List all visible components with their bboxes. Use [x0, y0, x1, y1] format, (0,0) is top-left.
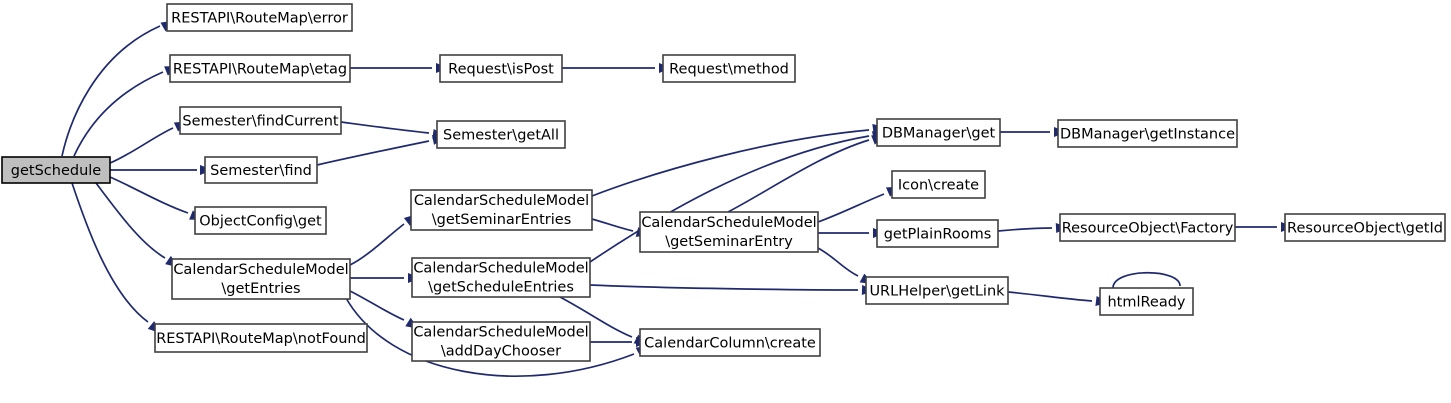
node-box-dbManagerGetInstance[interactable] — [1057, 119, 1238, 148]
node-box-csmGetEntries[interactable] — [171, 258, 351, 300]
node-box-objectConfigGet[interactable] — [194, 206, 327, 235]
node-requestMethod[interactable]: Request\method — [662, 54, 796, 83]
edge-csmGetSeminarEntry-to-iconCreate — [817, 193, 885, 223]
node-csmGetSeminarEntry[interactable]: CalendarScheduleModel\getSeminarEntry — [639, 211, 819, 253]
node-rmError[interactable]: RESTAPI\RouteMap\error — [166, 3, 353, 32]
edge-csmGetScheduleEntries-to-urlHelperGetLink — [589, 284, 859, 291]
node-box-rmError[interactable] — [166, 3, 353, 32]
node-box-calendarColumnCreate[interactable] — [639, 328, 821, 357]
edge-getSchedule-to-objectConfigGet — [109, 176, 189, 214]
edge-getPlainRooms-to-resourceObjectFactory — [997, 227, 1053, 232]
node-urlHelperGetLink[interactable]: URLHelper\getLink — [865, 276, 1009, 305]
nodes-layer: getSchedule RESTAPI\RouteMap\errorRESTAPI… — [1, 3, 1446, 362]
node-box-dbManagerGet[interactable] — [876, 118, 1001, 147]
node-getSchedule[interactable]: getSchedule — [1, 156, 111, 184]
edge-semFindCurrent-to-semGetAll — [340, 121, 430, 134]
node-getPlainRooms[interactable]: getPlainRooms — [876, 219, 999, 248]
edge-csmGetEntries-to-csmGetSeminarEntries — [349, 223, 405, 266]
edge-csmGetSeminarEntries-to-csmGetSeminarEntry — [591, 218, 634, 232]
edge-csmGetSeminarEntry-to-urlHelperGetLink — [817, 247, 859, 277]
node-csmGetSeminarEntries[interactable]: CalendarScheduleModel\getSeminarEntries — [410, 189, 593, 231]
edge-semFind-to-semGetAll — [316, 140, 430, 166]
edge-getSchedule-to-semFindCurrent — [109, 127, 174, 164]
node-box-iconCreate[interactable] — [891, 170, 986, 199]
edge-csmGetEntries-to-csmAddDayChooser — [349, 290, 405, 321]
node-box-getSchedule[interactable] — [1, 156, 111, 184]
node-semFindCurrent[interactable]: Semester\findCurrent — [179, 106, 342, 135]
node-box-csmGetScheduleEntries[interactable] — [411, 257, 591, 298]
node-box-semFind[interactable] — [204, 156, 318, 184]
edge-csmGetScheduleEntries-to-dbManagerGet — [589, 135, 870, 263]
node-semFind[interactable]: Semester\find — [204, 156, 318, 184]
node-iconCreate[interactable]: Icon\create — [891, 170, 986, 199]
node-rmEtag[interactable]: RESTAPI\RouteMap\etag — [169, 54, 351, 83]
edge-urlHelperGetLink-to-htmlReady — [1007, 291, 1093, 302]
node-box-requestIsPost[interactable] — [439, 54, 563, 83]
node-box-csmGetSeminarEntries[interactable] — [410, 189, 593, 231]
node-box-semFindCurrent[interactable] — [179, 106, 342, 135]
node-htmlReady[interactable]: htmlReady — [1099, 287, 1194, 316]
node-csmAddDayChooser[interactable]: CalendarScheduleModel\addDayChooser — [411, 321, 591, 362]
node-box-urlHelperGetLink[interactable] — [865, 276, 1009, 305]
node-box-semGetAll[interactable] — [436, 120, 566, 149]
node-resourceObjectGetId[interactable]: ResourceObject\getId — [1284, 213, 1446, 242]
edge-getSchedule-to-rmEtag — [73, 71, 164, 157]
node-calendarColumnCreate[interactable]: CalendarColumn\create — [639, 328, 821, 357]
node-csmGetEntries[interactable]: CalendarScheduleModel\getEntries — [171, 258, 351, 300]
edge-csmGetSeminarEntries-to-dbManagerGet — [591, 129, 870, 197]
node-box-rmEtag[interactable] — [169, 54, 351, 83]
node-semGetAll[interactable]: Semester\getAll — [436, 120, 566, 149]
edge-getSchedule-to-csmGetEntries — [95, 182, 166, 259]
node-box-resourceObjectFactory[interactable] — [1059, 213, 1236, 242]
node-box-csmAddDayChooser[interactable] — [411, 321, 591, 362]
node-csmGetScheduleEntries[interactable]: CalendarScheduleModel\getScheduleEntries — [411, 257, 591, 298]
node-objectConfigGet[interactable]: ObjectConfig\get — [194, 206, 327, 235]
edge-csmGetScheduleEntries-to-calendarColumnCreate — [559, 296, 633, 338]
node-box-csmGetSeminarEntry[interactable] — [639, 211, 819, 253]
node-box-rmNotFound[interactable] — [154, 323, 368, 353]
node-requestIsPost[interactable]: Request\isPost — [439, 54, 563, 83]
node-box-htmlReady[interactable] — [1099, 287, 1194, 316]
node-box-resourceObjectGetId[interactable] — [1284, 213, 1446, 242]
node-dbManagerGet[interactable]: DBManager\get — [876, 118, 1001, 147]
node-dbManagerGetInstance[interactable]: DBManager\getInstance — [1057, 119, 1238, 148]
edge-getSchedule-to-rmNotFound — [71, 182, 149, 323]
edge-getSchedule-to-rmError — [61, 25, 161, 157]
edge-htmlReady-to-htmlReady — [1112, 271, 1181, 289]
edges-layer — [61, 25, 1277, 377]
node-rmNotFound[interactable]: RESTAPI\RouteMap\notFound — [154, 323, 368, 353]
node-resourceObjectFactory[interactable]: ResourceObject\Factory — [1059, 213, 1236, 242]
node-box-getPlainRooms[interactable] — [876, 219, 999, 248]
node-box-requestMethod[interactable] — [662, 54, 796, 83]
edge-csmGetSeminarEntry-to-dbManagerGet — [727, 139, 870, 213]
